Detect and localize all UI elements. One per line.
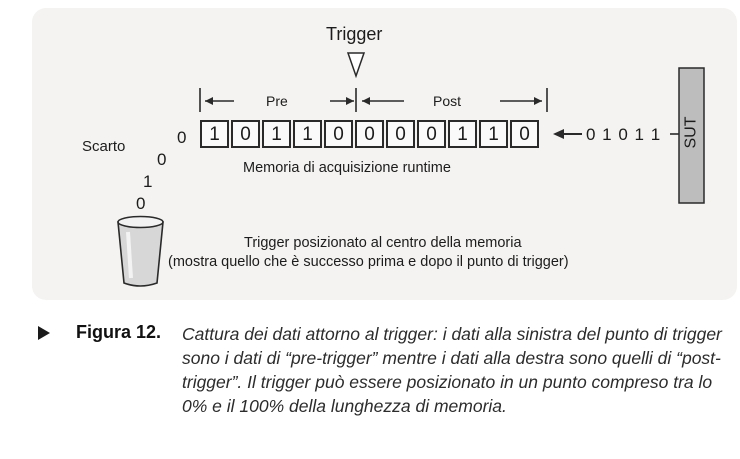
sut-label: SUT (682, 116, 700, 149)
caption-label: Figura 12. (76, 322, 162, 342)
memory-cell: 0 (510, 120, 539, 148)
input-arrow (553, 129, 582, 139)
memory-cell: 1 (200, 120, 229, 148)
post-bracket (362, 88, 548, 112)
discarded-bit: 1 (143, 172, 153, 191)
pre-label: Pre (266, 93, 288, 109)
discarded-bit: 0 (157, 150, 167, 169)
incoming-bits: 0 1 0 1 1 (586, 125, 662, 144)
memory-cell: 1 (262, 120, 291, 148)
memory-cell: 1 (293, 120, 322, 148)
discard-label: Scarto (82, 138, 126, 155)
diagram-graphics (117, 52, 705, 287)
memory-label: Memoria di acquisizione runtime (243, 160, 451, 176)
memory-cell: 0 (417, 120, 446, 148)
caption-bullet-icon (38, 326, 50, 340)
discarded-bit: 0 (177, 128, 187, 147)
trigger-marker (346, 52, 366, 79)
memory-cell: 0 (231, 120, 260, 148)
memory-cell: 0 (324, 120, 353, 148)
trigger-note-line2: (mostra quello che è successo prima e do… (168, 254, 569, 270)
post-label: Post (433, 93, 462, 109)
memory-cell: 0 (386, 120, 415, 148)
memory-cell: 1 (479, 120, 508, 148)
trigger-note-line1: Trigger posizionato al centro della memo… (244, 235, 522, 251)
sut-box (678, 67, 705, 204)
discard-bucket-icon (117, 215, 164, 287)
memory-cell: 1 (448, 120, 477, 148)
trigger-label: Trigger (326, 24, 383, 44)
memory-cell: 0 (355, 120, 384, 148)
caption-text: Cattura dei dati attorno al trigger: i d… (182, 324, 722, 416)
discarded-bit: 0 (136, 194, 146, 213)
pre-bracket (199, 88, 357, 112)
